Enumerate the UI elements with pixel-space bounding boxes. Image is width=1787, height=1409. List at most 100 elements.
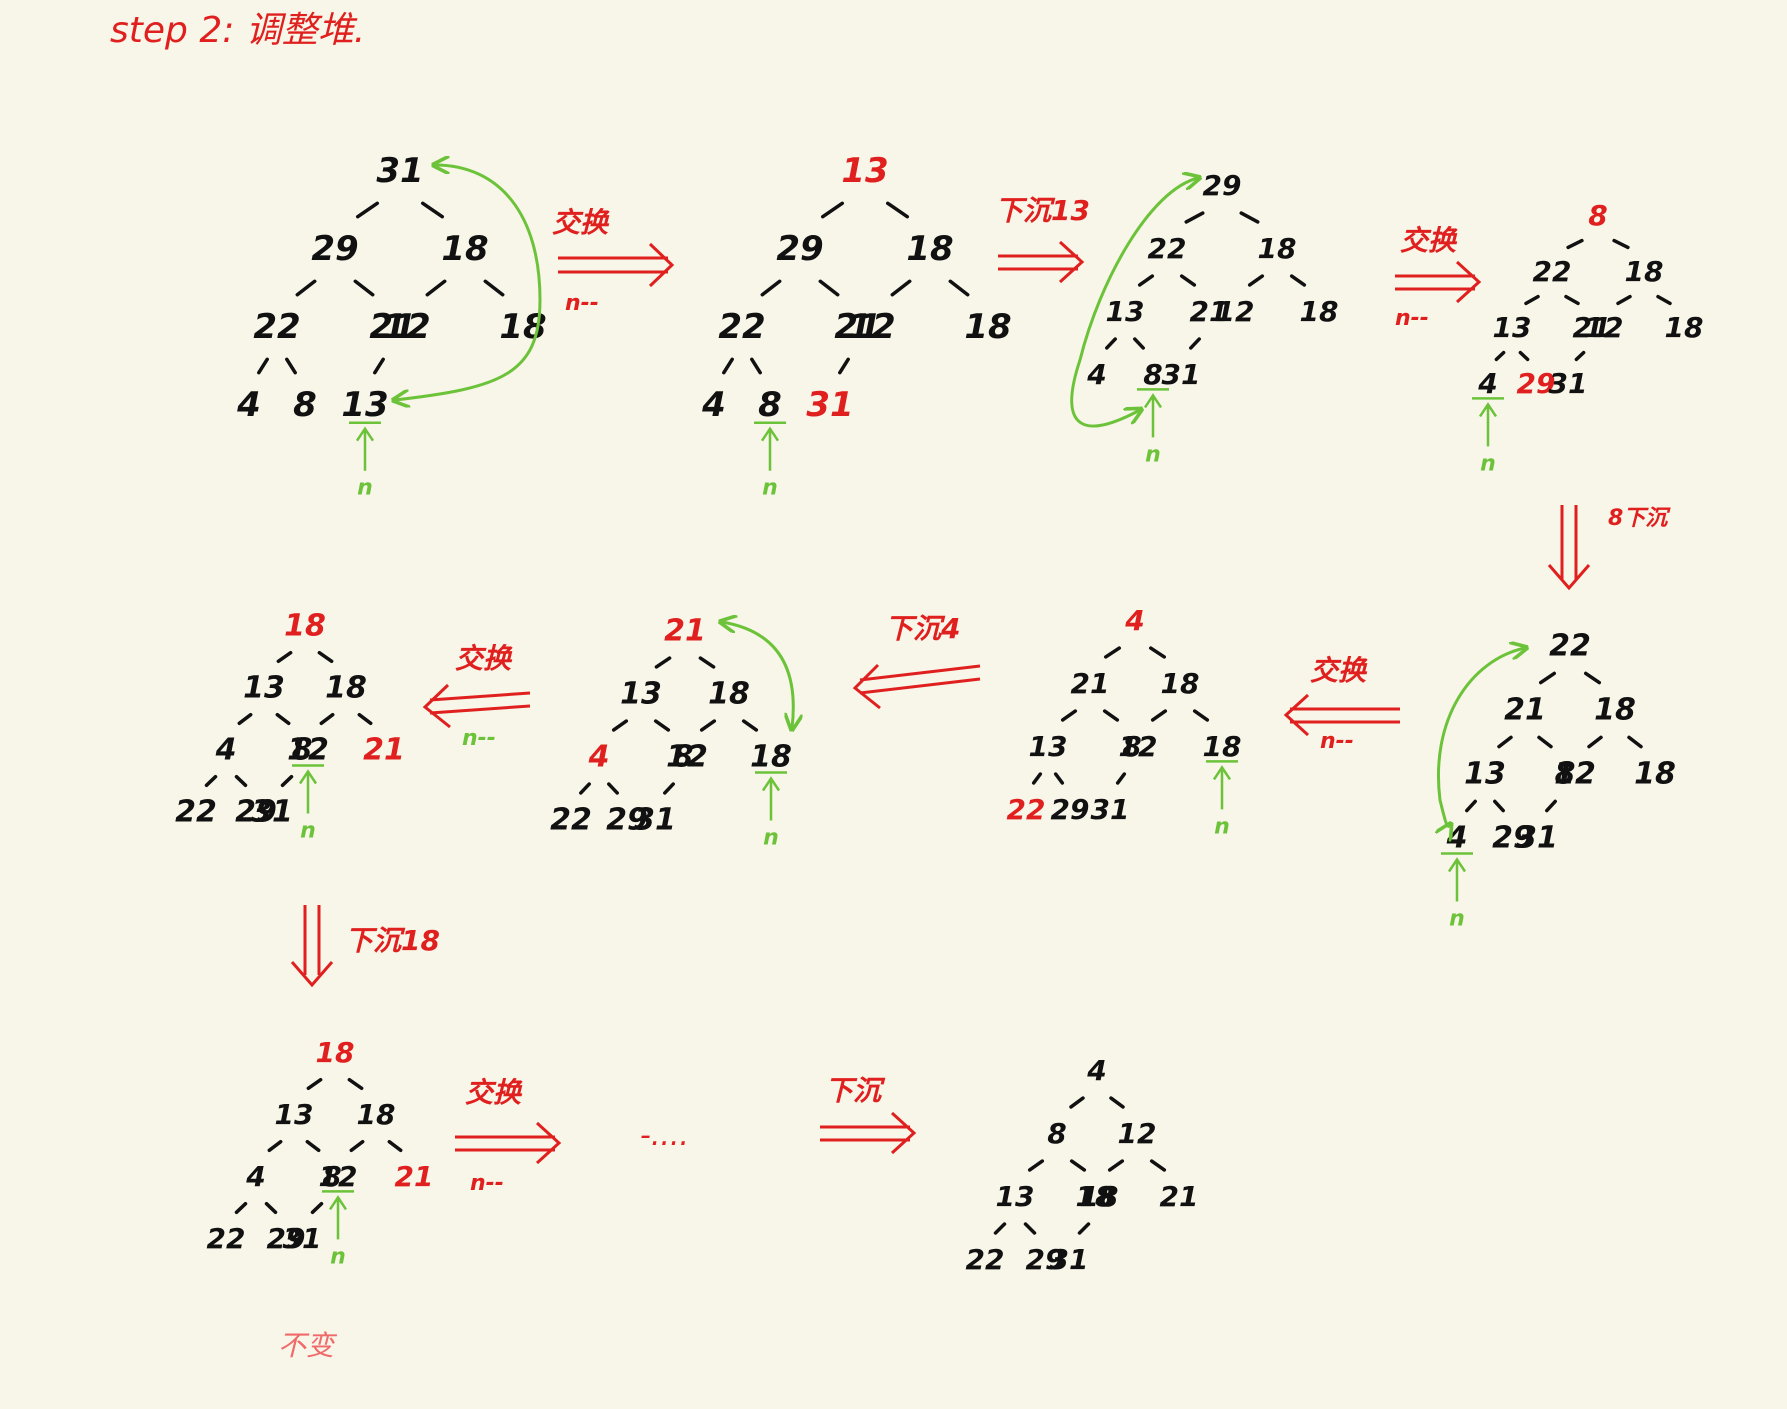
tree-edge: [421, 201, 444, 219]
swap-arc-1: [395, 165, 542, 400]
heap-node: 12: [383, 307, 430, 347]
n-pointer-arrow: [1212, 765, 1232, 810]
heap-node: 12: [1585, 311, 1624, 344]
heap-node: 31: [1516, 821, 1558, 856]
heap-node: 12: [1216, 295, 1255, 328]
svg-text:-....: -....: [640, 1118, 689, 1153]
tree-edge: [1077, 1222, 1091, 1235]
heap-node: 18: [1258, 232, 1297, 265]
tree-edge: [234, 774, 248, 788]
tree-edge: [886, 201, 909, 219]
n-label: n: [763, 826, 779, 851]
heap-node: 18: [325, 671, 367, 706]
heap-node: 18: [316, 1036, 355, 1069]
n-pointer-arrow: [298, 769, 318, 814]
tree-edge: [267, 1139, 283, 1153]
tree-edge: [1627, 735, 1643, 749]
heap-node: 4: [1477, 367, 1497, 400]
tree-edge: [1289, 274, 1307, 287]
heap-node: 31: [806, 385, 853, 425]
tree-edge: [1031, 772, 1043, 785]
heap-node: 22: [718, 307, 765, 347]
tree-edge: [1247, 274, 1265, 287]
tree-edge: [1656, 294, 1672, 306]
tree-edge: [579, 782, 591, 795]
tree-edge: [890, 279, 912, 297]
heap-node: 18: [1625, 255, 1664, 288]
tree-edge: [1239, 211, 1260, 224]
heap-node: 18: [964, 307, 1011, 347]
heap-node: 31: [1050, 1243, 1089, 1276]
tree-edge: [276, 650, 293, 664]
svg-text:交换: 交换: [455, 642, 513, 675]
heap-node: 12: [848, 307, 895, 347]
tree-edge: [1104, 646, 1121, 659]
tree-edge: [1524, 294, 1540, 306]
heap-node: 31: [1549, 367, 1588, 400]
tree-edge: [1192, 709, 1210, 722]
n-label: n: [330, 1244, 346, 1269]
tree-edge: [264, 1201, 278, 1215]
tree-edge: [317, 650, 334, 664]
svg-text:下沉13: 下沉13: [995, 194, 1090, 227]
tree-edge: [353, 279, 375, 297]
heap-node: 8: [1555, 757, 1576, 792]
tree-edge: [1115, 772, 1127, 785]
heap-node: 29: [776, 229, 823, 269]
tree-edge: [387, 1139, 403, 1153]
heap-node: 8: [1122, 730, 1141, 763]
tree-edge: [663, 782, 675, 795]
tree-edge: [295, 279, 317, 297]
heap-node: 31: [634, 803, 676, 838]
svg-text:交换: 交换: [465, 1076, 523, 1109]
tree-edge: [310, 1201, 324, 1215]
n-pointer-arrow: [355, 426, 375, 471]
heap-node: 12: [1554, 757, 1596, 792]
heap-node: 4: [245, 1160, 265, 1193]
heap-node: 8: [322, 1160, 341, 1193]
tree-edge: [1137, 274, 1155, 287]
arrow-sink18: 下沉18: [290, 905, 440, 988]
heap-node: 22: [253, 307, 300, 347]
heap-node: 4: [1086, 358, 1106, 391]
heap-node: 18: [1665, 311, 1704, 344]
n-label: n: [762, 476, 778, 501]
heap-node: 31: [251, 795, 293, 830]
n-label: n: [1480, 451, 1496, 476]
heap-node: 4: [236, 385, 261, 425]
heap-node: 29: [235, 795, 277, 830]
tree-edge: [373, 357, 385, 375]
tree-edge: [305, 1139, 321, 1153]
heap-node: 18: [1594, 693, 1636, 728]
svg-text:n--: n--: [462, 726, 496, 751]
n-pointer-arrow: [761, 776, 781, 821]
n-pointer-arrow: [1478, 402, 1498, 447]
tree-edge: [1587, 735, 1603, 749]
svg-text:n--: n--: [565, 291, 599, 316]
heap-node: 13: [341, 385, 388, 425]
heap-node: 13: [1493, 311, 1532, 344]
tree-edge: [654, 656, 672, 669]
heap-node: 13: [620, 677, 662, 712]
arrow-swap-1: 交换 n--: [552, 206, 675, 316]
heap-node: 22: [207, 1222, 246, 1255]
tree-edge: [280, 774, 294, 788]
heap-node: 18: [1203, 730, 1242, 763]
tree-edge: [1564, 294, 1580, 306]
tree-edge: [319, 712, 335, 726]
svg-text:下沉: 下沉: [825, 1074, 886, 1107]
tree-edge: [1612, 238, 1630, 250]
tree-edge: [1189, 337, 1201, 350]
tree-edge: [1493, 799, 1505, 813]
tree-edge: [1574, 350, 1586, 362]
heap-node: 18: [750, 740, 792, 775]
heap-node: 12: [319, 1160, 358, 1193]
heap-node: 22: [1533, 255, 1572, 288]
n-pointer-arrow: [1143, 393, 1163, 438]
tree-edge: [948, 279, 970, 297]
tree-edge: [1497, 735, 1513, 749]
heap-node: 13: [996, 1180, 1035, 1213]
heap-node: 21: [395, 1160, 434, 1193]
